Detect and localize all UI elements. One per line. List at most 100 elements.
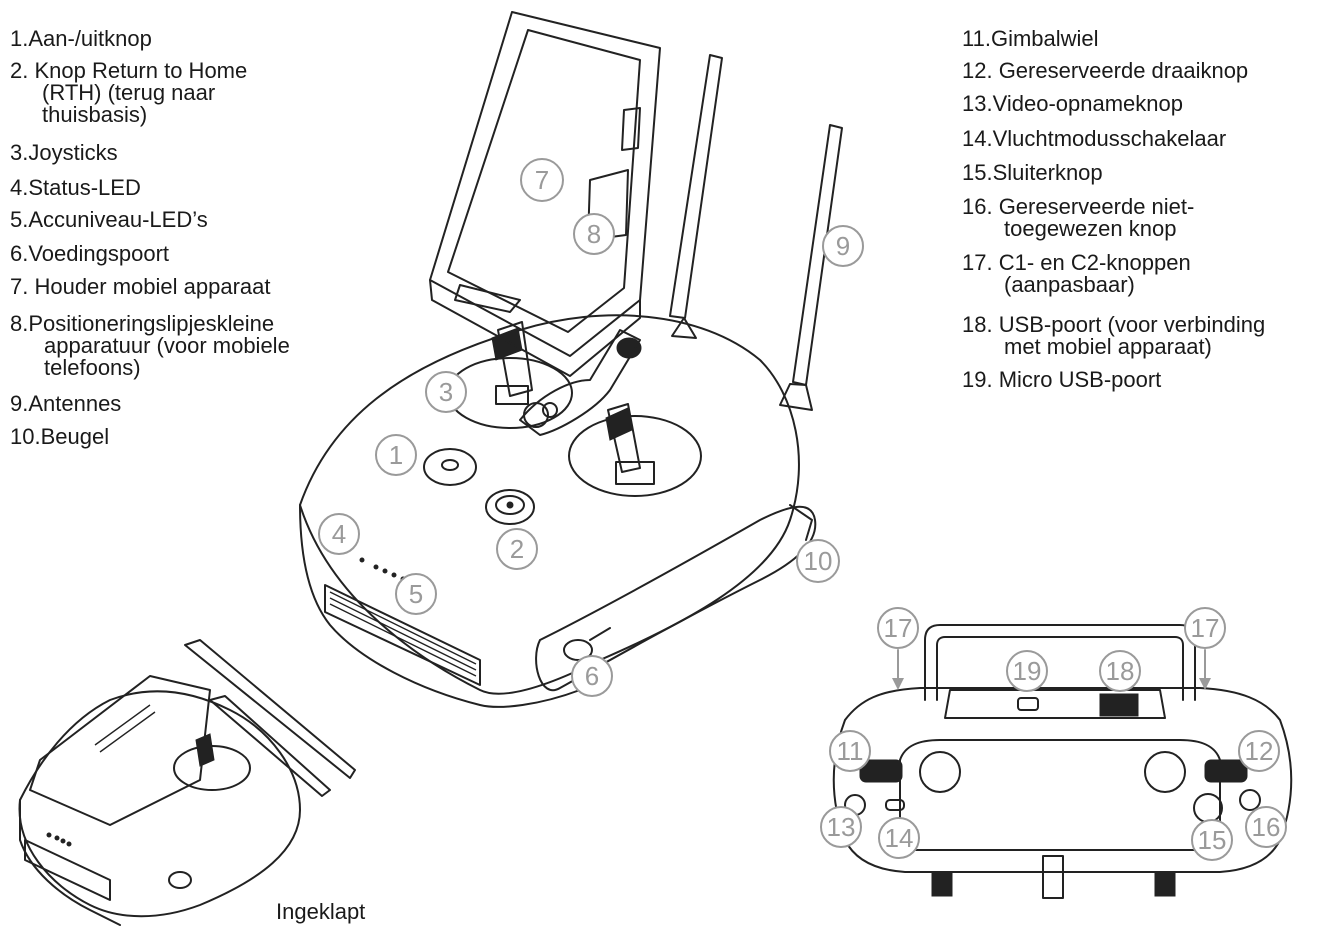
svg-text:9: 9 <box>836 231 850 261</box>
folded-grille <box>24 839 111 901</box>
gimbal-wheel <box>859 759 903 783</box>
folded-body <box>18 690 301 918</box>
legend-item-18: 18. USB-poort (voor verbinding <box>962 312 1266 337</box>
folded-remote-illustration <box>18 639 356 926</box>
callout-4: 4 <box>318 513 360 555</box>
legend-item-4: 4.Status-LED <box>10 175 141 200</box>
legend-item-8-line-3: telefoons) <box>44 355 141 380</box>
callout-19: 19 <box>1006 650 1048 692</box>
folded-antenna-2 <box>209 695 331 797</box>
callout-9: 9 <box>822 225 864 267</box>
callout-11: 11 <box>829 730 871 772</box>
callout-17-right: 17 <box>1184 607 1226 649</box>
svg-text:11: 11 <box>837 736 864 766</box>
svg-text:13: 13 <box>827 812 856 842</box>
folded-power-port <box>168 871 192 889</box>
legend-item-2-line-2: (RTH) (terug naar <box>42 80 216 105</box>
svg-text:8: 8 <box>587 219 601 249</box>
legend-item-6: 6.Voedingspoort <box>10 241 170 266</box>
rear-leg-right <box>1154 871 1176 897</box>
callout-3: 3 <box>425 371 467 413</box>
svg-text:2: 2 <box>510 534 524 564</box>
folded-caption: Ingeklapt <box>276 899 366 924</box>
legend-item-8: 8.Positioneringslipjeskleine <box>10 311 275 336</box>
callout-16: 16 <box>1245 806 1287 848</box>
reserved-dial <box>1204 759 1248 783</box>
folded-holder <box>29 675 211 826</box>
main-remote-illustration: 1 2 3 4 5 6 7 8 9 10 <box>299 11 864 708</box>
svg-text:15: 15 <box>1198 825 1227 855</box>
svg-text:12: 12 <box>1245 736 1274 766</box>
legend-item-1: 1.Aan-/uitknop <box>10 26 152 51</box>
rear-view-illustration: 11 12 13 14 15 16 17 17 18 19 <box>820 607 1293 899</box>
joystick-right <box>568 403 702 497</box>
legend-item-18-line-2: met mobiel apparaat) <box>1004 334 1212 359</box>
callout-7: 7 <box>520 158 564 202</box>
legend-item-14: 14.Vluchtmodusschakelaar <box>962 126 1227 151</box>
remote-body <box>299 314 817 708</box>
svg-text:14: 14 <box>885 823 914 853</box>
legend-item-9: 9.Antennes <box>10 391 122 416</box>
legend-item-7: 7. Houder mobiel apparaat <box>10 274 271 299</box>
speaker-grille <box>324 584 481 686</box>
rth-button <box>485 489 535 525</box>
callout-2: 2 <box>496 528 538 570</box>
svg-text:1: 1 <box>389 440 403 470</box>
svg-text:18: 18 <box>1106 656 1135 686</box>
grille-dots <box>329 591 477 677</box>
legend-item-16: 16. Gereserveerde niet- <box>962 194 1195 219</box>
legend-item-10: 10.Beugel <box>10 424 110 449</box>
svg-text:10: 10 <box>804 546 833 576</box>
rear-leg-left <box>931 871 953 897</box>
svg-text:5: 5 <box>409 579 423 609</box>
legend-item-5: 5.Accuniveau-LED’s <box>10 207 208 232</box>
svg-text:17: 17 <box>1191 613 1220 643</box>
legend-left: 1.Aan-/uitknop 2. Knop Return to Home (R… <box>10 0 350 460</box>
flight-mode-switch <box>885 799 905 811</box>
shutter-button <box>1193 793 1223 823</box>
callout-8: 8 <box>573 213 615 255</box>
micro-usb-port <box>1017 697 1039 711</box>
antenna-right <box>779 124 843 411</box>
legend-item-3: 3.Joysticks <box>10 140 118 165</box>
joystick-left <box>447 321 573 429</box>
legend-item-2-line-3: thuisbasis) <box>42 102 148 127</box>
legend-item-8-line-2: apparatuur (voor mobiele <box>44 333 290 358</box>
svg-text:16: 16 <box>1252 812 1281 842</box>
power-port <box>563 627 611 661</box>
callout-18: 18 <box>1099 650 1141 692</box>
reserved-button <box>1239 789 1261 811</box>
callout-1: 1 <box>375 434 417 476</box>
legend-item-17: 17. C1- en C2-knoppen <box>962 250 1191 275</box>
callout-15: 15 <box>1191 819 1233 861</box>
callout-12: 12 <box>1238 730 1280 772</box>
antenna-left <box>669 54 723 339</box>
legend-item-12: 12. Gereserveerde draaiknop <box>962 58 1249 83</box>
legend-item-17-line-2: (aanpasbaar) <box>1004 272 1135 297</box>
callout-6: 6 <box>571 655 613 697</box>
mobile-holder <box>429 11 661 377</box>
svg-text:6: 6 <box>585 661 599 691</box>
legend-item-15: 15.Sluiterknop <box>962 160 1103 185</box>
legend-item-13: 13.Video-opnameknop <box>962 91 1183 116</box>
callout-14: 14 <box>878 817 920 859</box>
callout-13: 13 <box>820 806 862 848</box>
rear-right-knob <box>1144 751 1186 793</box>
legend-item-19: 19. Micro USB-poort <box>962 367 1162 392</box>
legend-right: 11.Gimbalwiel 12. Gereserveerde draaikno… <box>962 0 1322 400</box>
battery-leds <box>359 557 406 582</box>
legend-item-2: 2. Knop Return to Home <box>10 58 248 83</box>
top-knob <box>616 337 642 359</box>
usb-port <box>1099 693 1139 717</box>
holder-hinge <box>519 329 641 436</box>
power-button <box>423 448 477 486</box>
svg-text:19: 19 <box>1013 656 1042 686</box>
rear-left-knob <box>919 751 961 793</box>
rear-leg-center <box>1042 855 1064 899</box>
folded-joystick <box>173 733 251 791</box>
rear-panel <box>899 739 1221 851</box>
ports-plate <box>944 689 1166 719</box>
callout-17-left: 17 <box>877 607 919 649</box>
svg-text:7: 7 <box>535 165 549 195</box>
